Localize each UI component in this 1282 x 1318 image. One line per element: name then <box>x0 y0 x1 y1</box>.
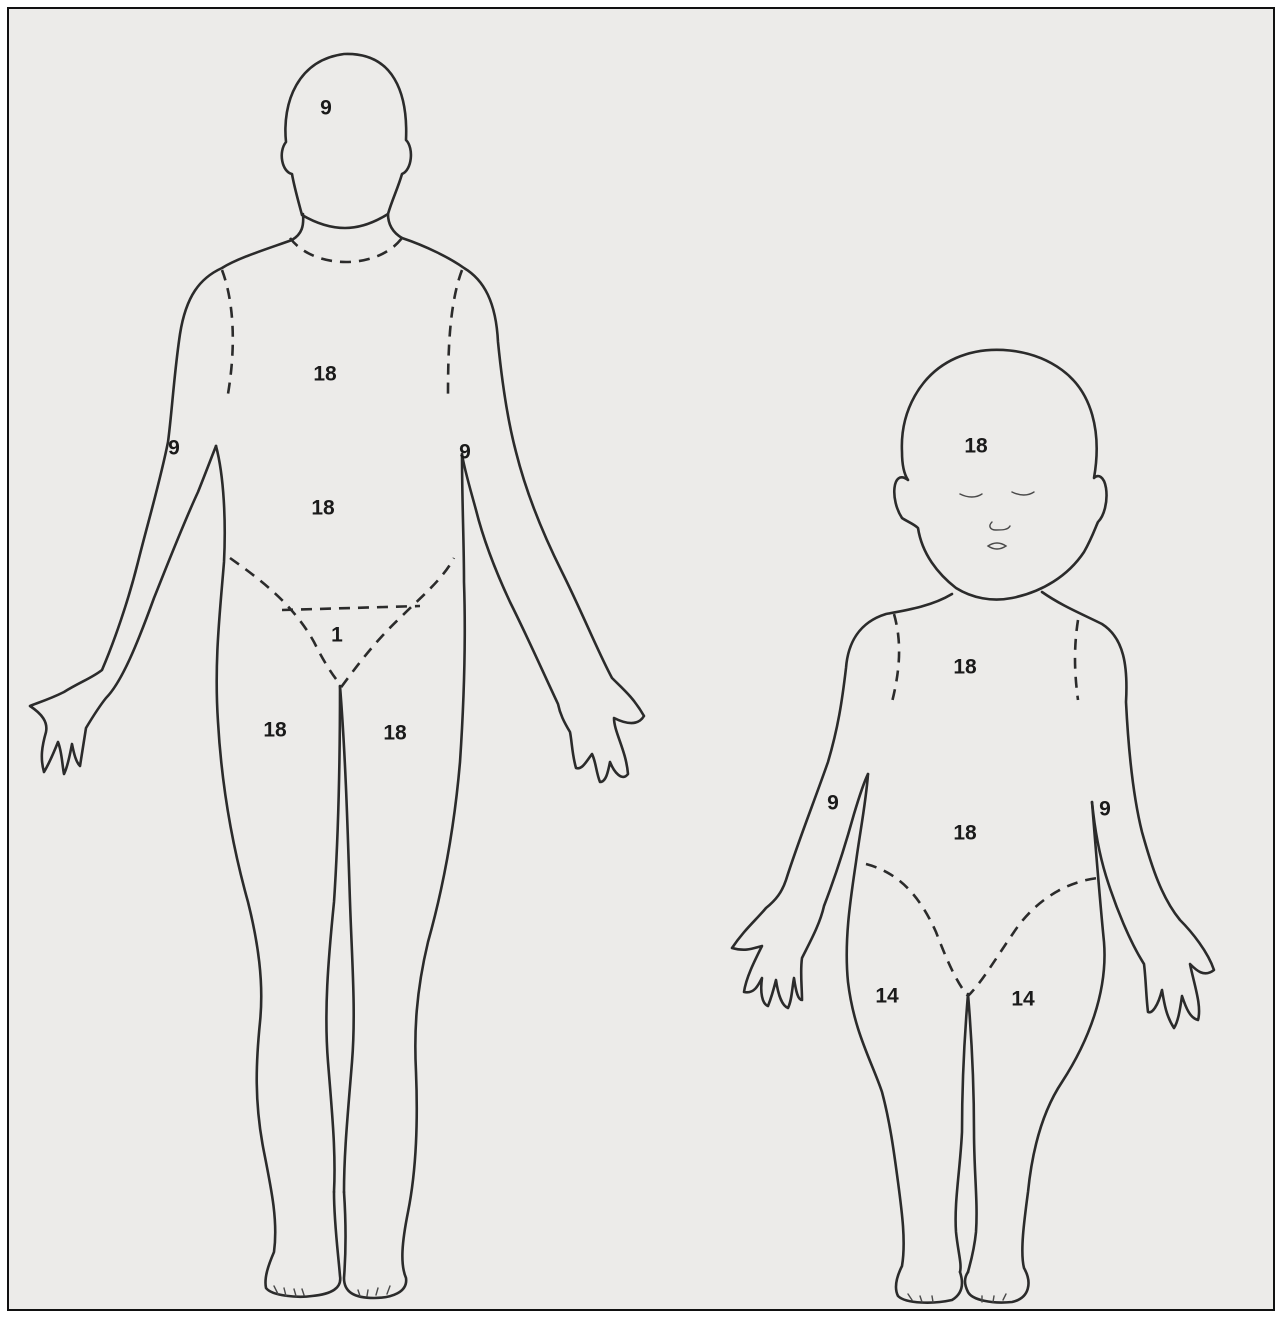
child-left-leg-percent: 14 <box>1011 988 1035 1011</box>
child-right-shoulder-line <box>1075 620 1078 700</box>
adult-left-shoulder-line <box>222 270 233 394</box>
adult-right-leg-outer <box>344 454 465 1298</box>
child-chest-percent: 18 <box>953 656 977 679</box>
child-right-arm-percent: 9 <box>827 792 839 815</box>
child-right-leg-percent: 14 <box>875 985 899 1008</box>
child-right-leg-outer <box>965 802 1105 1303</box>
adult-right-leg-percent: 18 <box>263 719 287 742</box>
child-labels: 18 18 18 9 9 14 14 <box>827 435 1111 1011</box>
child-mouth <box>988 543 1006 549</box>
child-left-shoulder-line <box>892 614 899 702</box>
adult-left-arm-percent: 9 <box>459 441 471 464</box>
child-left-leg-outer <box>847 774 962 1303</box>
adult-left-leg-inner <box>326 686 340 1192</box>
adult-left-leg-percent: 18 <box>383 722 407 745</box>
adult-head-outline <box>282 54 411 228</box>
adult-labels: 9 9 9 18 18 1 18 18 <box>168 97 471 745</box>
adult-figure <box>30 54 644 1298</box>
child-left-leg-inner <box>956 994 968 1272</box>
child-left-side-outline <box>732 594 952 1008</box>
adult-perineum-line <box>282 606 420 610</box>
child-groin-line <box>866 864 1098 996</box>
adult-right-shoulder-line <box>448 270 462 394</box>
adult-right-side-outline <box>402 238 644 782</box>
adult-groin-line <box>230 558 454 686</box>
body-surface-diagram: 9 9 9 18 18 1 18 18 18 18 18 9 9 14 14 <box>9 9 1275 1311</box>
child-head-percent: 18 <box>964 435 988 458</box>
child-right-side-outline <box>1042 592 1214 1028</box>
adult-abdomen-percent: 18 <box>311 497 335 520</box>
child-left-arm-percent: 9 <box>1099 798 1111 821</box>
adult-right-arm-percent: 9 <box>168 437 180 460</box>
child-abdomen-percent: 18 <box>953 822 977 845</box>
adult-perineum-percent: 1 <box>331 624 343 647</box>
child-right-leg-inner <box>968 994 977 1272</box>
child-eyes <box>960 492 1034 497</box>
adult-chest-percent: 18 <box>313 363 337 386</box>
adult-right-leg-inner <box>340 686 354 1192</box>
child-head-outline <box>894 350 1106 600</box>
diagram-frame: 9 9 9 18 18 1 18 18 18 18 18 9 9 14 14 <box>7 7 1275 1311</box>
adult-neck-line <box>290 238 402 262</box>
adult-left-leg-outer <box>216 446 340 1297</box>
adult-head-percent: 9 <box>320 97 332 120</box>
child-nose <box>990 522 1010 530</box>
adult-left-side-outline <box>30 240 292 774</box>
